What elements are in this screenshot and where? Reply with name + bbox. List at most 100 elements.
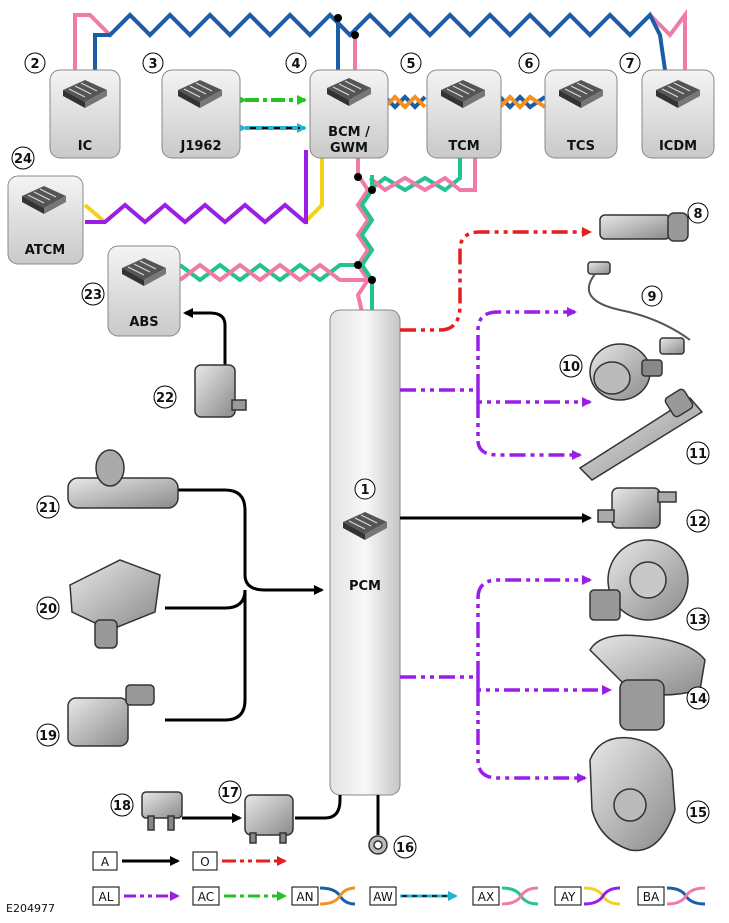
component-15-illustration xyxy=(589,736,676,852)
callout-13: 13 xyxy=(686,607,710,631)
svg-text:AW: AW xyxy=(373,890,393,904)
module-tcs-label: TCS xyxy=(567,139,595,154)
svg-text:1: 1 xyxy=(360,483,369,498)
callout-19: 19 xyxy=(36,723,60,747)
component-21-illustration xyxy=(67,449,179,509)
callout-24: 24 xyxy=(11,146,35,170)
module-abs-label: ABS xyxy=(129,315,158,330)
svg-text:9: 9 xyxy=(647,290,656,305)
svg-text:O: O xyxy=(200,855,209,869)
svg-text:8: 8 xyxy=(693,207,702,222)
svg-text:17: 17 xyxy=(221,786,239,801)
svg-text:15: 15 xyxy=(689,806,707,821)
callout-8: 8 xyxy=(687,202,709,224)
callout-23: 23 xyxy=(81,282,105,306)
svg-text:BA: BA xyxy=(643,890,660,904)
svg-text:6: 6 xyxy=(524,57,533,72)
module-j1962-label: J1962 xyxy=(179,139,221,154)
legend-item-ac: AC xyxy=(192,886,287,906)
callout-markers: 2 3 4 5 6 7 8 9 10 11 12 13 14 15 16 17 … xyxy=(11,52,710,859)
callout-9: 9 xyxy=(641,285,663,307)
svg-text:AN: AN xyxy=(296,890,313,904)
svg-text:20: 20 xyxy=(39,602,57,617)
svg-text:21: 21 xyxy=(39,501,57,516)
callout-4: 4 xyxy=(285,52,307,74)
callout-17: 17 xyxy=(218,780,242,804)
svg-text:AY: AY xyxy=(561,890,576,904)
callout-22: 22 xyxy=(153,385,177,409)
svg-text:23: 23 xyxy=(84,288,102,303)
module-ic-label: IC xyxy=(78,139,92,154)
module-atcm: ATCM xyxy=(7,175,84,265)
legend-item-al: AL xyxy=(92,886,180,906)
module-j1962: J1962 xyxy=(161,69,241,159)
module-ic: IC xyxy=(49,69,121,159)
callout-2: 2 xyxy=(24,52,46,74)
component-14-illustration xyxy=(589,634,706,731)
callout-3: 3 xyxy=(142,52,164,74)
module-atcm-label: ATCM xyxy=(25,243,65,258)
component-8-illustration xyxy=(599,212,689,242)
component-16-ground-illustration xyxy=(368,835,388,855)
module-tcm: TCM xyxy=(426,69,502,159)
callout-12: 12 xyxy=(686,509,710,533)
module-icdm: ICDM xyxy=(641,69,715,159)
svg-text:4: 4 xyxy=(291,57,300,72)
callout-6: 6 xyxy=(518,52,540,74)
callout-14: 14 xyxy=(686,686,710,710)
callout-20: 20 xyxy=(36,596,60,620)
bus-junction-dots xyxy=(334,14,376,284)
legend: A O AL AC AN AW xyxy=(92,851,706,906)
component-22-illustration xyxy=(194,364,247,418)
svg-text:16: 16 xyxy=(396,841,414,856)
legend-item-a: A xyxy=(92,851,180,871)
svg-text:AL: AL xyxy=(99,890,114,904)
svg-text:10: 10 xyxy=(562,360,580,375)
component-19-illustration xyxy=(67,684,155,747)
module-abs: ABS xyxy=(107,245,181,337)
callout-21: 21 xyxy=(36,495,60,519)
callout-18: 18 xyxy=(110,793,134,817)
component-11-illustration xyxy=(578,388,704,481)
module-tcs: TCS xyxy=(544,69,618,159)
legend-item-o: O xyxy=(192,851,287,871)
component-10-illustration xyxy=(589,343,663,401)
svg-text:24: 24 xyxy=(14,152,32,167)
hardwired-lines xyxy=(165,308,592,835)
legend-item-ay: AY xyxy=(554,886,621,906)
callout-5: 5 xyxy=(400,52,422,74)
component-18-illustration xyxy=(141,791,183,831)
callout-1: 1 xyxy=(354,478,376,500)
lin-lines xyxy=(400,307,612,783)
svg-text:7: 7 xyxy=(625,57,634,72)
svg-text:AX: AX xyxy=(478,890,494,904)
legend-item-aw: AW xyxy=(369,886,458,906)
svg-text:5: 5 xyxy=(406,57,415,72)
module-tcm-label: TCM xyxy=(448,139,479,154)
module-pcm-label: PCM xyxy=(349,579,381,594)
svg-text:11: 11 xyxy=(689,447,707,462)
component-illustrations xyxy=(67,212,706,855)
component-17-illustration xyxy=(244,794,294,844)
module-icdm-label: ICDM xyxy=(659,139,697,154)
pwm-line xyxy=(400,227,592,332)
svg-text:3: 3 xyxy=(148,57,157,72)
callout-11: 11 xyxy=(686,441,710,465)
legend-item-an: AN xyxy=(291,886,356,906)
callout-16: 16 xyxy=(393,835,417,859)
module-pcm: PCM xyxy=(329,309,401,796)
module-bcm-label-1: BCM / xyxy=(328,125,370,140)
can-bus-lines xyxy=(73,9,687,313)
svg-text:19: 19 xyxy=(39,729,57,744)
svg-text:2: 2 xyxy=(30,57,39,72)
component-13-illustration xyxy=(589,539,689,621)
svg-text:22: 22 xyxy=(156,391,174,406)
callout-7: 7 xyxy=(619,52,641,74)
svg-text:14: 14 xyxy=(689,692,707,707)
svg-text:A: A xyxy=(101,855,110,869)
module-bcm-label-2: GWM xyxy=(330,141,368,156)
component-12-illustration xyxy=(597,487,677,529)
legend-item-ba: BA xyxy=(637,886,706,906)
svg-text:12: 12 xyxy=(689,515,707,530)
